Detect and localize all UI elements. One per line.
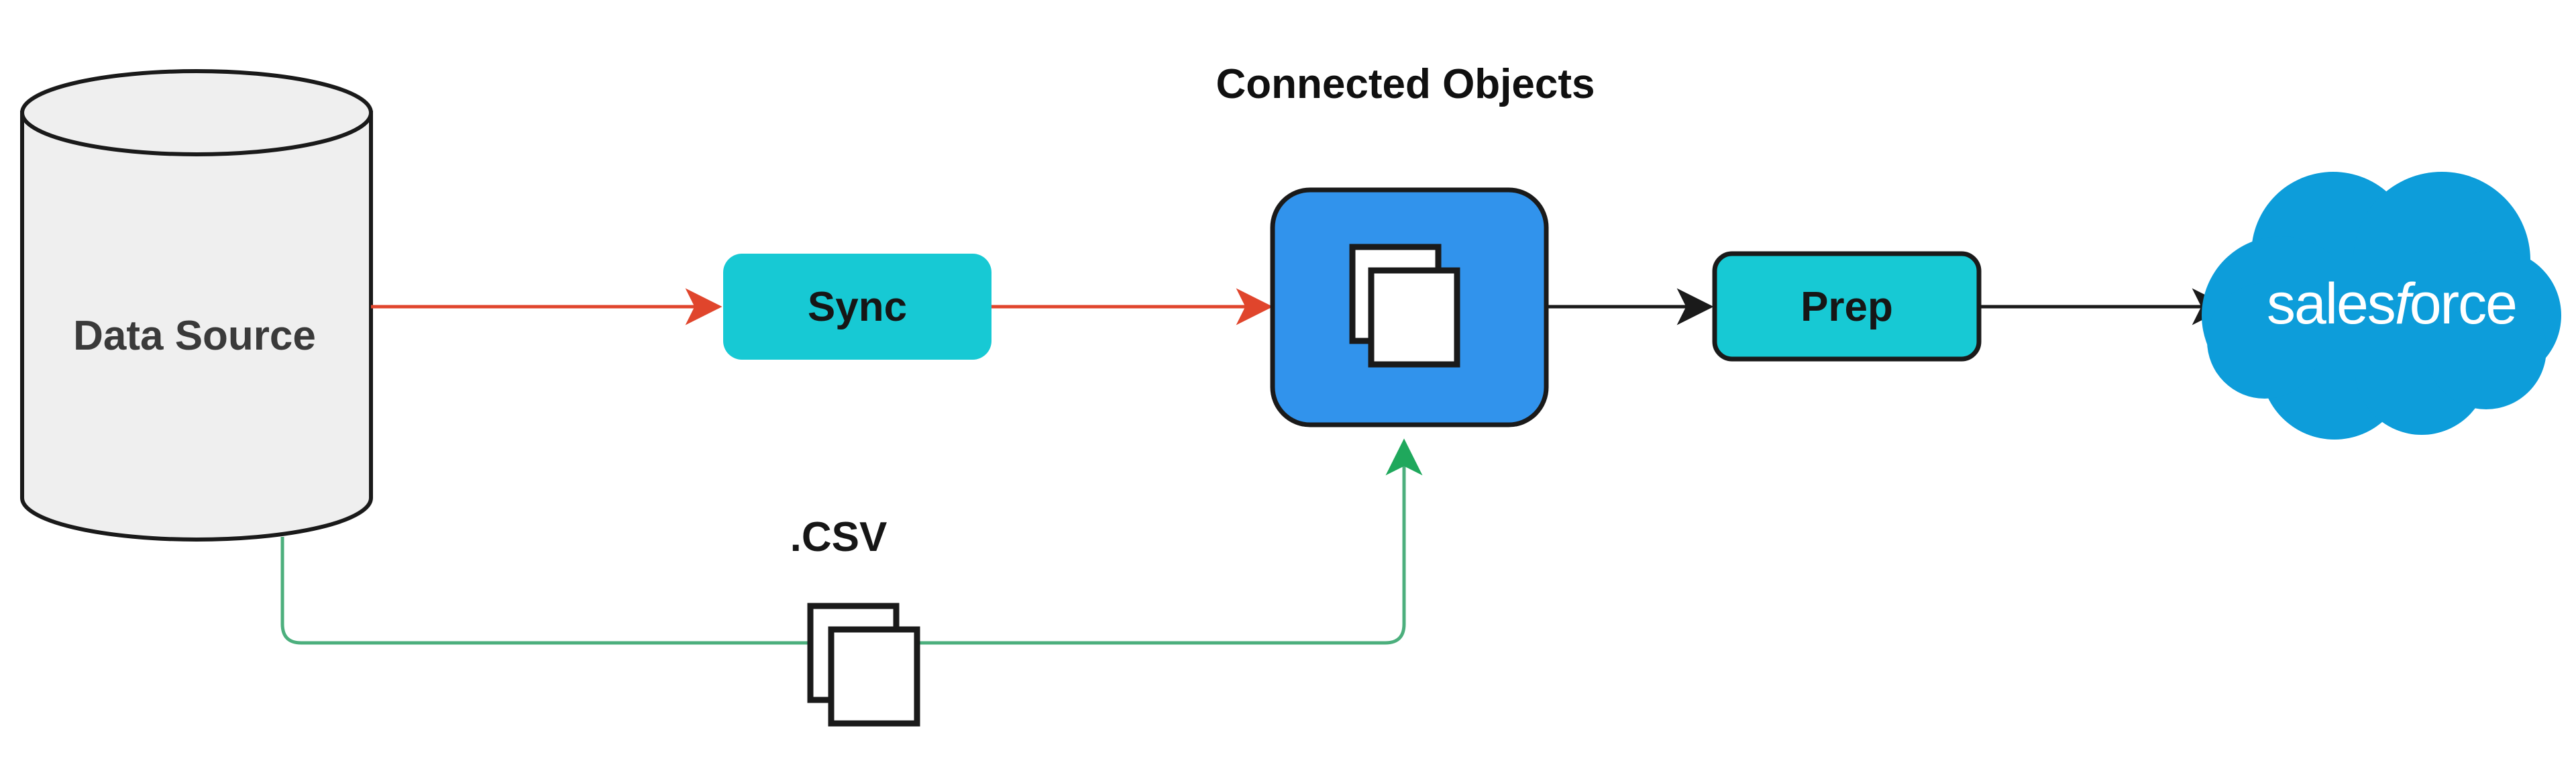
node-connected-objects[interactable] <box>1270 187 1549 427</box>
node-csv-files[interactable] <box>807 603 920 727</box>
node-salesforce[interactable] <box>2202 172 2561 440</box>
node-prep[interactable] <box>1712 251 1982 362</box>
node-data-source[interactable] <box>20 69 373 542</box>
documents-stack-icon <box>807 603 920 727</box>
documents-stack-icon <box>1349 244 1460 368</box>
cloud-icon <box>2202 172 2561 440</box>
node-sync[interactable] <box>723 254 991 360</box>
